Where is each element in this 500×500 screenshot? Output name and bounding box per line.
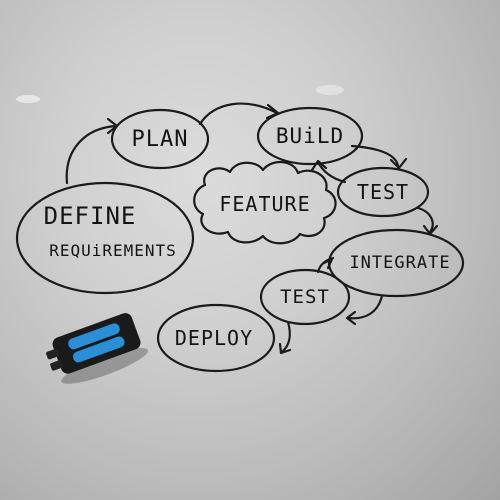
glare xyxy=(16,95,40,103)
node-feature-cloud xyxy=(193,161,337,245)
marker-accent-top xyxy=(68,323,120,350)
arrowhead-test-bottom xyxy=(345,310,357,326)
marker-clip xyxy=(46,348,59,360)
arrow-integrate-to-test xyxy=(346,294,384,320)
label-build: BUiLD xyxy=(276,124,344,148)
arrows xyxy=(65,102,439,355)
label-feature: FEATURE xyxy=(219,192,310,216)
arrow-plan-to-build xyxy=(198,102,279,126)
arrowhead-deploy xyxy=(278,342,292,355)
arrowhead-build-return xyxy=(310,159,328,172)
arrow-test-to-integrate xyxy=(416,206,434,234)
arrow-test-to-deploy xyxy=(280,320,291,354)
label-test-top: TEST xyxy=(357,180,409,204)
arrowhead-test-top xyxy=(389,157,408,170)
node-plan-ellipse xyxy=(110,108,210,170)
arrow-build-to-test xyxy=(350,144,400,168)
arrowhead-integrate-return xyxy=(322,257,334,270)
marker-accent-bottom xyxy=(72,336,125,363)
label-define-line1: DEFINE xyxy=(44,202,137,230)
arrowhead-build xyxy=(265,103,280,120)
arrow-define-to-plan xyxy=(65,124,118,185)
node-deploy-ellipse xyxy=(156,303,276,373)
label-plan: PLAN xyxy=(132,127,189,152)
node-integrate-ellipse xyxy=(327,228,465,298)
glare xyxy=(316,85,344,95)
arrowhead-plan xyxy=(106,117,119,135)
node-define-ellipse xyxy=(15,181,195,295)
marker-holder xyxy=(46,313,149,384)
arrow-test-to-build xyxy=(316,160,347,184)
node-build-ellipse xyxy=(256,106,364,166)
marker-clip-2 xyxy=(50,360,64,371)
label-integrate: INTEGRATE xyxy=(349,253,450,273)
label-test-bottom: TEST xyxy=(280,286,330,308)
marker-shadow xyxy=(61,348,149,384)
label-deploy: DEPLOY xyxy=(175,326,253,350)
label-define-line2: REQUiREMENTS xyxy=(49,241,177,260)
node-test-bottom-ellipse xyxy=(259,268,351,326)
arrowhead-integrate xyxy=(422,224,439,236)
node-test-top-ellipse xyxy=(336,166,430,218)
